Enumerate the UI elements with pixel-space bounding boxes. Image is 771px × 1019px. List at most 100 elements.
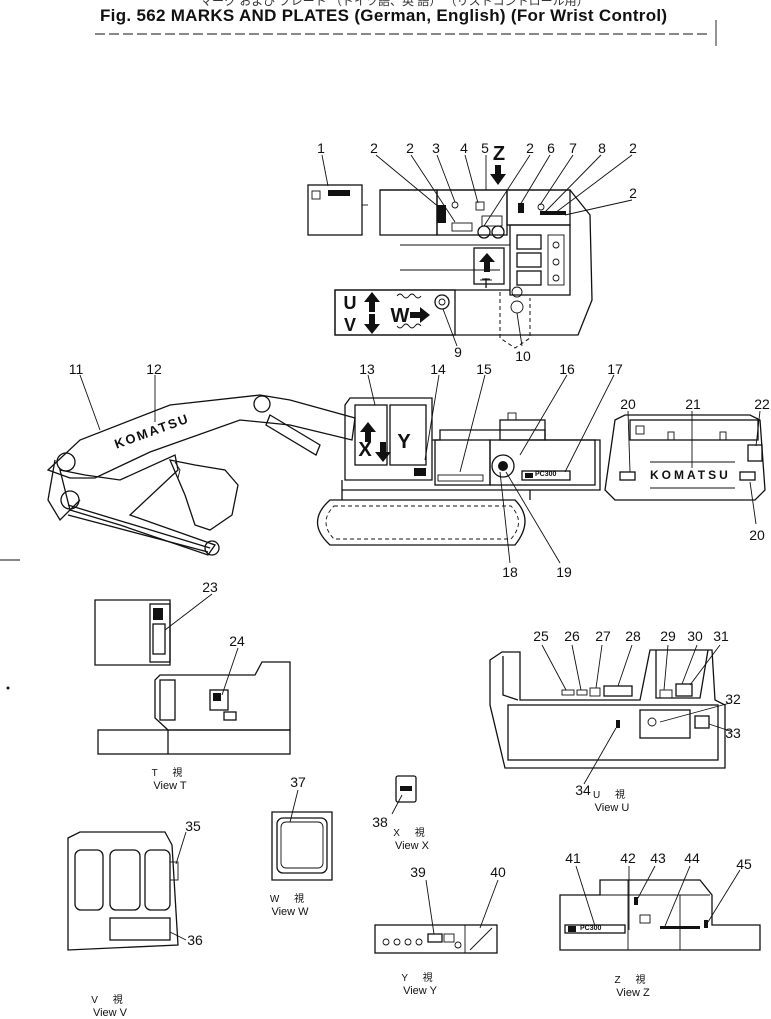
callout-6: 6 [547, 140, 555, 156]
view-caption-y-kanji: Y 視 [401, 973, 439, 984]
view-t-drawing [6, 593, 291, 755]
callout-45: 45 [736, 856, 752, 872]
excavator-side-view [46, 394, 601, 556]
callout-37: 37 [290, 774, 306, 790]
callout-18: 18 [502, 564, 518, 580]
model-mark-view-z: PC300 [580, 925, 602, 932]
view-caption-y-label: View Y [403, 985, 437, 997]
callout-36: 36 [187, 932, 203, 948]
callout-25: 25 [533, 628, 549, 644]
callout-21: 21 [685, 396, 701, 412]
view-caption-z: Z 視 View Z [615, 975, 652, 999]
view-letter-t: T [481, 275, 491, 291]
plate-item-1 [307, 184, 368, 236]
callout-14: 14 [430, 361, 446, 377]
cab-top-frame [334, 189, 593, 349]
callout-13: 13 [359, 361, 375, 377]
view-y-drawing [374, 879, 499, 954]
callout-35: 35 [185, 818, 201, 834]
callout-31: 31 [713, 628, 729, 644]
callout-16: 16 [559, 361, 575, 377]
callout-8: 8 [598, 140, 606, 156]
view-caption-w: W 視 View W [270, 894, 310, 918]
view-caption-v-kanji: V 視 [91, 995, 129, 1006]
view-caption-z-kanji: Z 視 [614, 975, 652, 986]
view-caption-y: Y 視 View Y [401, 973, 438, 997]
view-caption-x-label: View X [394, 840, 430, 852]
view-caption-v: V 視 View V [91, 995, 128, 1019]
view-caption-x-kanji: X 視 [393, 828, 431, 839]
control-pattern-panel [334, 289, 456, 336]
callout-40: 40 [490, 864, 506, 880]
callout-10: 10 [515, 348, 531, 364]
callout-32: 32 [725, 691, 741, 707]
callout-33: 33 [725, 725, 741, 741]
model-mark-body: PC300 [535, 471, 557, 478]
callout-5: 5 [481, 140, 489, 156]
callout-43: 43 [650, 850, 666, 866]
view-letter-y: Y [397, 431, 411, 453]
view-letter-z: Z [492, 143, 506, 165]
callout-1: 1 [317, 140, 325, 156]
callout-9: 9 [454, 344, 462, 360]
title-japanese: マーク および プレート （ドイツ語、英 語） （リストコントロール用） [200, 0, 589, 8]
callout-15: 15 [476, 361, 492, 377]
figure-title: Fig. 562 MARKS AND PLATES (German, Engli… [100, 6, 667, 26]
view-z-drawing [559, 865, 761, 951]
view-caption-u-kanji: U 視 [593, 790, 631, 801]
view-v-drawing [67, 831, 187, 951]
figure-variant: (For Wrist Control) [510, 6, 668, 25]
callout-4: 4 [460, 140, 468, 156]
figure-caption: Fig. 562 MARKS AND PLATES [100, 6, 350, 25]
callout-23: 23 [202, 579, 218, 595]
view-caption-w-label: View W [271, 906, 309, 918]
callout-7: 7 [569, 140, 577, 156]
callout-22: 22 [754, 396, 770, 412]
callout-2: 2 [526, 140, 534, 156]
callout-2: 2 [406, 140, 414, 156]
callout-34: 34 [575, 782, 591, 798]
callout-12: 12 [146, 361, 162, 377]
leader-lines-middle [0, 374, 761, 564]
view-caption-x: X 視 View X [393, 828, 430, 852]
view-caption-t-kanji: T 視 [151, 768, 189, 779]
brand-mark-counterweight: KOMATSU [650, 468, 731, 482]
callout-38: 38 [372, 814, 388, 830]
callout-2: 2 [629, 185, 637, 201]
callout-29: 29 [660, 628, 676, 644]
callout-28: 28 [625, 628, 641, 644]
view-caption-v-label: View V [92, 1007, 128, 1019]
leader-lines-top [321, 154, 633, 347]
callout-30: 30 [687, 628, 703, 644]
callout-19: 19 [556, 564, 572, 580]
callout-2: 2 [370, 140, 378, 156]
callout-42: 42 [620, 850, 636, 866]
view-letter-v: V [343, 315, 357, 335]
callout-26: 26 [564, 628, 580, 644]
callout-3: 3 [432, 140, 440, 156]
callout-11: 11 [68, 361, 84, 377]
view-letter-x: X [358, 439, 372, 461]
view-caption-u-label: View U [594, 802, 630, 814]
callout-27: 27 [595, 628, 611, 644]
view-caption-z-label: View Z [616, 987, 650, 999]
callout-39: 39 [410, 864, 426, 880]
callout-2: 2 [629, 140, 637, 156]
view-x-drawing [391, 775, 417, 815]
view-caption-w-kanji: W 視 [269, 894, 311, 905]
callout-20: 20 [749, 527, 765, 543]
view-letter-u: U [343, 293, 357, 313]
callout-20: 20 [620, 396, 636, 412]
counterweight-rear-view [604, 414, 766, 501]
view-caption-t-label: View T [153, 780, 187, 792]
callout-17: 17 [607, 361, 623, 377]
view-caption-t: T 視 View T [152, 768, 189, 792]
view-w-drawing [271, 789, 333, 881]
callout-44: 44 [684, 850, 700, 866]
callout-41: 41 [565, 850, 581, 866]
callout-24: 24 [229, 633, 245, 649]
figure-language: (German, English) [354, 6, 506, 25]
view-letter-w: W [390, 305, 410, 327]
